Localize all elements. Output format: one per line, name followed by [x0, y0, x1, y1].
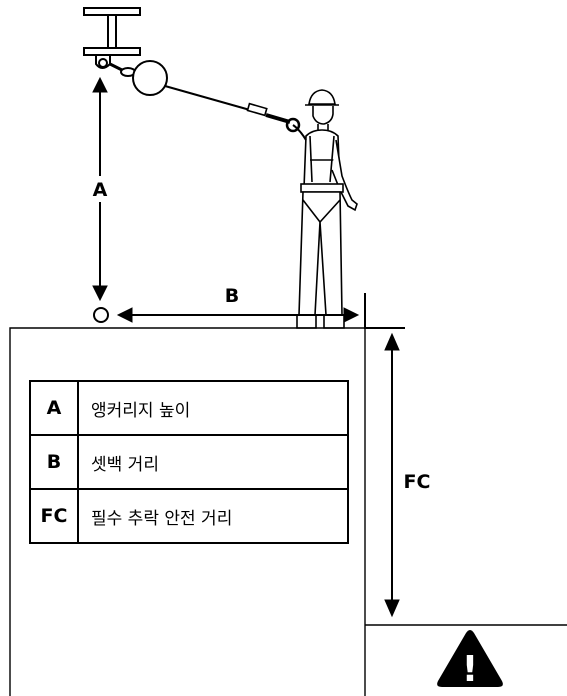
legend-description: 필수 추락 안전 거리: [77, 488, 349, 544]
legend-key: A: [29, 380, 79, 436]
i-beam-anchor-icon: [83, 7, 141, 56]
legend-description: 앵커리지 높이: [77, 380, 349, 436]
warning-glyph: !: [462, 649, 478, 690]
legend-key: B: [29, 434, 79, 490]
legend-row: FC 필수 추락 안전 거리: [29, 488, 349, 544]
legend-description: 셋백 거리: [77, 434, 349, 490]
label-fc: FC: [404, 471, 431, 493]
legend-row: A 앵커리지 높이: [29, 380, 349, 436]
warning-icon: !: [437, 630, 503, 690]
shackle-icon: [95, 56, 136, 77]
worker-icon: [292, 89, 358, 329]
dimension-fc: [384, 332, 400, 618]
dimension-b: [116, 307, 360, 323]
self-retracting-lifeline-icon: [132, 60, 301, 133]
label-a: A: [93, 179, 108, 201]
legend-key: FC: [29, 488, 79, 544]
label-b: B: [225, 285, 239, 307]
working-surface: [9, 327, 366, 696]
legend-table: A 앵커리지 높이 B 셋백 거리 FC 필수 추락 안전 거리: [29, 380, 349, 544]
dimension-a: [88, 76, 112, 302]
reference-point: [93, 307, 109, 323]
legend-row: B 셋백 거리: [29, 434, 349, 490]
